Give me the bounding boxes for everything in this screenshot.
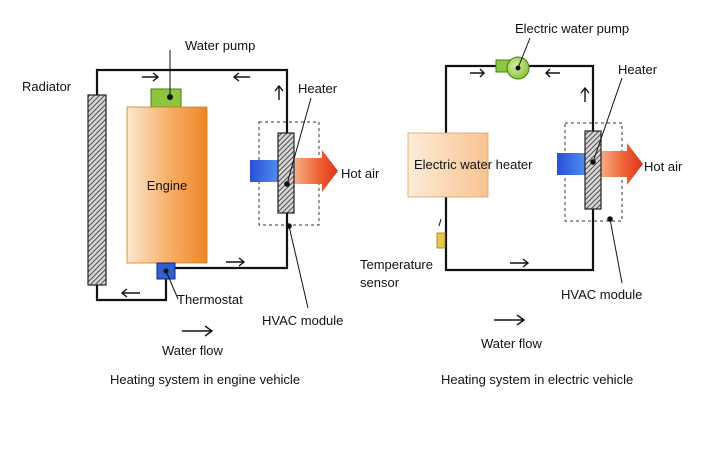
electric-vehicle-diagram: Electric water pump Electric water heate… xyxy=(360,21,683,387)
pipe-flow-arrows xyxy=(470,68,590,268)
coolant-loop-pipe xyxy=(529,64,595,131)
coolant-loop-pipe xyxy=(95,68,289,133)
cold-air-inlet xyxy=(557,153,585,175)
hvac-leader-line xyxy=(288,225,309,309)
heater-leader-line xyxy=(592,77,623,163)
electric-water-pump-label: Electric water pump xyxy=(515,21,629,36)
hot-air-label: Hot air xyxy=(644,159,683,174)
heater-core xyxy=(584,130,602,210)
temperature-sensor xyxy=(436,232,446,249)
heater-leader-line xyxy=(286,97,312,185)
electric-water-heater-label: Electric water heater xyxy=(414,157,533,172)
radiator xyxy=(87,94,107,286)
temperature-sensor-lead xyxy=(438,218,442,227)
pipe-flow-arrows xyxy=(120,72,284,298)
water-flow-label: Water flow xyxy=(481,336,543,351)
thermostat-leader-line xyxy=(165,270,179,300)
coolant-loop-pipe xyxy=(95,278,168,302)
radiator-label: Radiator xyxy=(22,79,72,94)
temperature-sensor-label-line2: sensor xyxy=(360,275,400,290)
hvac-module-label: HVAC module xyxy=(561,287,642,302)
heater-label: Heater xyxy=(298,81,338,96)
water-flow-legend-arrow xyxy=(182,325,214,337)
water-pump-label: Water pump xyxy=(185,38,255,53)
hot-air-arrow xyxy=(294,150,338,192)
thermostat-label: Thermostat xyxy=(177,292,243,307)
water-flow-label: Water flow xyxy=(162,343,224,358)
hvac-module-label: HVAC module xyxy=(262,313,343,328)
water-flow-legend-arrow xyxy=(494,314,526,326)
heater-label: Heater xyxy=(618,62,658,77)
cold-air-inlet xyxy=(250,160,278,182)
temperature-sensor-label-line1: Temperature xyxy=(360,257,433,272)
electric-vehicle-caption: Heating system in electric vehicle xyxy=(441,372,633,387)
engine-vehicle-diagram: Radiator Water pump Engine Thermostat He… xyxy=(22,38,380,387)
electric-water-pump-leader-line xyxy=(517,37,531,69)
heater-core xyxy=(277,132,295,214)
engine-block xyxy=(126,106,208,264)
engine-label: Engine xyxy=(147,178,187,193)
hvac-leader-line xyxy=(609,218,623,284)
hot-air-arrow xyxy=(600,143,643,185)
coolant-loop-pipe xyxy=(444,64,497,133)
coolant-loop-pipe xyxy=(166,213,289,270)
electric-water-heater xyxy=(407,132,489,198)
water-pump xyxy=(150,88,182,108)
engine-vehicle-caption: Heating system in engine vehicle xyxy=(110,372,300,387)
hot-air-label: Hot air xyxy=(341,166,380,181)
coolant-loop-pipe xyxy=(444,197,595,272)
